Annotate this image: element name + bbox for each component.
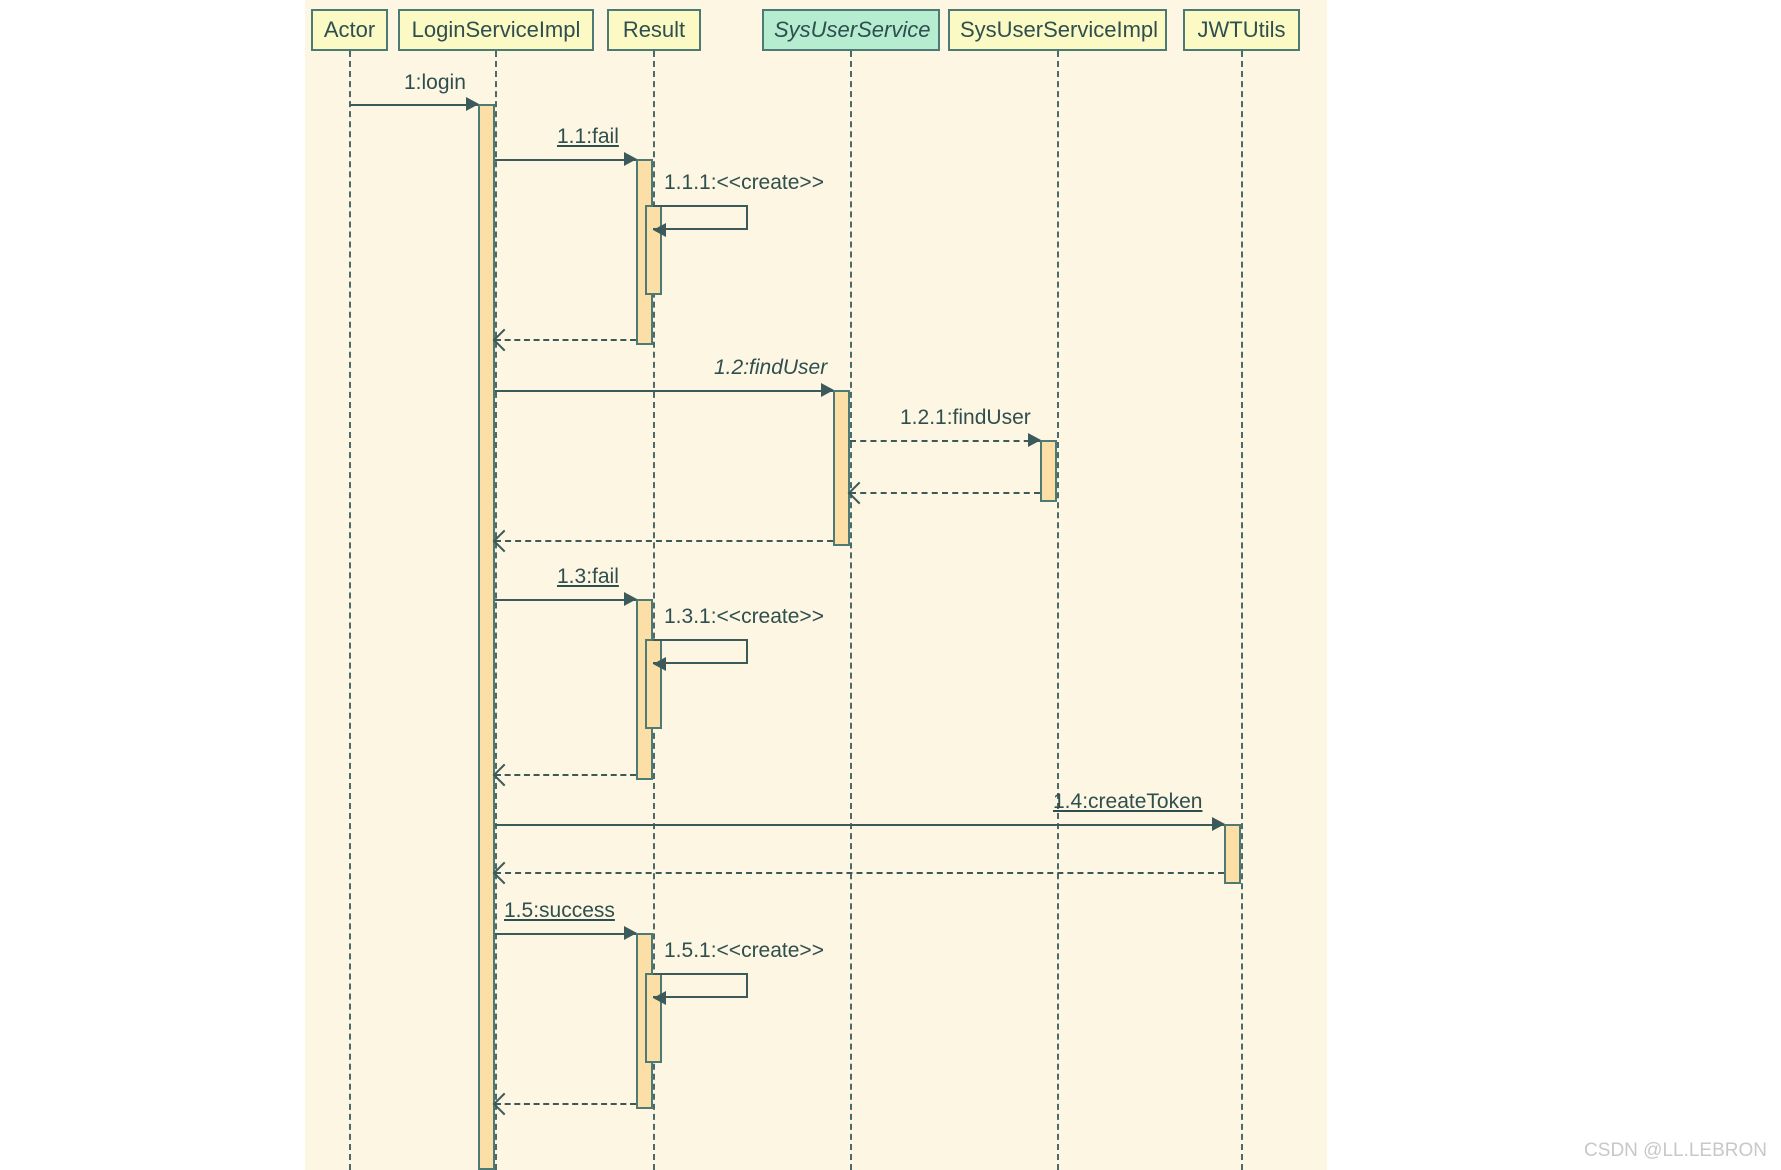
message-arrow-1-2-1 — [850, 440, 1040, 442]
message-label-1-2-1: 1.2.1:findUser — [900, 406, 1031, 429]
message-label-1-5: 1.5:success — [504, 899, 615, 922]
selfcall-bracket-1-3-1 — [653, 639, 748, 664]
activation-loginserviceimpl — [478, 104, 495, 1170]
participant-label: LoginServiceImpl — [411, 17, 581, 42]
participant-result[interactable]: Result — [607, 9, 701, 51]
lifeline-actor — [349, 51, 351, 1170]
arrowhead-right-icon — [624, 926, 637, 940]
participant-loginserviceimpl[interactable]: LoginServiceImpl — [398, 9, 594, 51]
message-arrow-1-5 — [495, 933, 636, 935]
message-label-1-3-1: 1.3.1:<<create>> — [664, 605, 824, 628]
return-arrow-1-3 — [495, 774, 636, 776]
return-arrow-1-1 — [495, 339, 636, 341]
arrowhead-left-icon — [653, 991, 666, 1005]
arrowhead-right-icon — [1028, 433, 1041, 447]
lifeline-jwtutils — [1241, 51, 1243, 1170]
participant-sysuserserviceimpl[interactable]: SysUserServiceImpl — [948, 9, 1167, 51]
message-arrow-1-1 — [495, 159, 636, 161]
message-label-1-4: 1.4:createToken — [1053, 790, 1203, 813]
arrowhead-right-icon — [624, 592, 637, 606]
return-arrow-1-4 — [495, 872, 1224, 874]
participant-jwtutils[interactable]: JWTUtils — [1183, 9, 1300, 51]
return-arrow-1-5 — [495, 1103, 636, 1105]
return-arrow-1-2-1 — [850, 492, 1040, 494]
message-label-1-1-1: 1.1.1:<<create>> — [664, 171, 824, 194]
message-label-1-2: 1.2:findUser — [714, 356, 828, 379]
diagram-background — [305, 0, 1327, 1170]
watermark: CSDN @LL.LEBRON — [1584, 1140, 1767, 1161]
lifeline-result — [653, 51, 655, 1170]
arrowhead-right-icon — [821, 383, 834, 397]
message-label-1: 1:login — [404, 71, 466, 94]
message-arrow-1-2 — [495, 390, 833, 392]
participant-actor[interactable]: Actor — [311, 9, 388, 51]
lifeline-sysuserservice — [850, 51, 852, 1170]
arrowhead-left-icon — [653, 223, 666, 237]
participant-sysuserservice[interactable]: SysUserService — [762, 9, 940, 51]
lifeline-sysuserserviceimpl — [1057, 51, 1059, 1170]
participant-label: Actor — [323, 17, 376, 42]
activation-sysuserserviceimpl — [1040, 440, 1057, 502]
participant-label: Result — [622, 17, 686, 42]
arrowhead-left-icon — [653, 657, 666, 671]
arrowhead-right-icon — [624, 152, 637, 166]
lifeline-loginserviceimpl — [495, 51, 497, 1170]
selfcall-bracket-1-1-1 — [653, 205, 748, 230]
activation-sysuserservice — [833, 390, 850, 546]
message-label-1-5-1: 1.5.1:<<create>> — [664, 939, 824, 962]
arrowhead-right-icon — [466, 97, 479, 111]
message-arrow-1-4 — [495, 824, 1224, 826]
message-label-1-3: 1.3:fail — [557, 565, 619, 588]
message-arrow-1-3 — [495, 599, 636, 601]
message-arrow-1 — [350, 104, 478, 106]
participant-label: SysUserService — [774, 17, 931, 42]
message-label-1-1: 1.1:fail — [557, 125, 619, 148]
return-arrow-1-2 — [495, 540, 833, 542]
participant-label: JWTUtils — [1197, 17, 1286, 42]
activation-jwtutils — [1224, 824, 1241, 884]
arrowhead-right-icon — [1212, 817, 1225, 831]
selfcall-bracket-1-5-1 — [653, 973, 748, 998]
participant-label: SysUserServiceImpl — [960, 17, 1159, 42]
